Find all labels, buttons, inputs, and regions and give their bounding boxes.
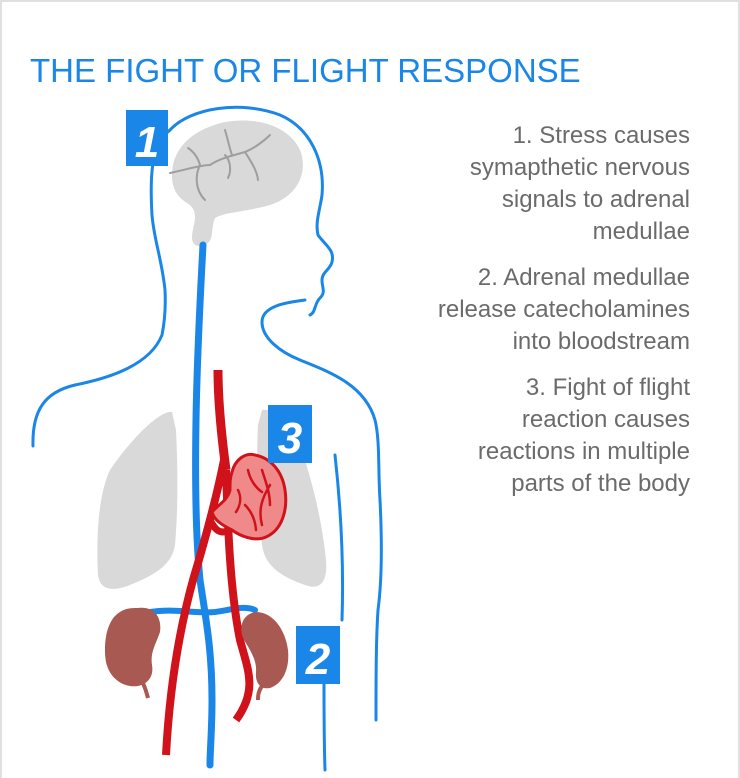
step-2: 2. Adrenal medullae release catecholamin… <box>390 262 690 358</box>
badge-2: 2 <box>296 626 340 684</box>
right-kidney <box>241 612 289 689</box>
aorta <box>162 369 254 756</box>
step-3-line: 3. Fight of flight <box>525 374 690 401</box>
body-outline <box>31 105 383 772</box>
steps-list: 1. Stress causes symapthetic nervous sig… <box>390 120 690 514</box>
step-2-line: 2. Adrenal medullae <box>477 264 690 291</box>
step-2-line: into bloodstream <box>512 328 690 355</box>
badge-3: 3 <box>268 405 312 463</box>
brain <box>169 120 303 247</box>
badge-1-label: 1 <box>135 118 159 167</box>
step-3-line: reaction causes <box>521 406 690 433</box>
step-3-line: parts of the body <box>511 470 690 497</box>
badge-3-label: 3 <box>278 414 302 463</box>
badge-2-label: 2 <box>305 635 331 684</box>
left-ureter <box>141 682 150 699</box>
step-1-line: 1. Stress causes <box>512 122 690 149</box>
heart <box>210 452 288 541</box>
badge-1: 1 <box>126 110 168 167</box>
step-1: 1. Stress causes symapthetic nervous sig… <box>390 120 690 248</box>
left-lung <box>97 411 178 589</box>
right-ureter <box>256 684 264 701</box>
step-1-line: signals to adrenal <box>501 186 690 213</box>
step-3-line: reactions in multiple <box>477 438 690 465</box>
left-kidney <box>104 607 161 698</box>
step-1-line: symapthetic nervous <box>469 154 690 181</box>
step-2-line: release catecholamines <box>437 296 690 323</box>
step-1-line: medullae <box>592 218 690 245</box>
diagram-title: THE FIGHT OR FLIGHT RESPONSE <box>30 52 581 90</box>
step-3: 3. Fight of flight reaction causes react… <box>390 372 690 500</box>
